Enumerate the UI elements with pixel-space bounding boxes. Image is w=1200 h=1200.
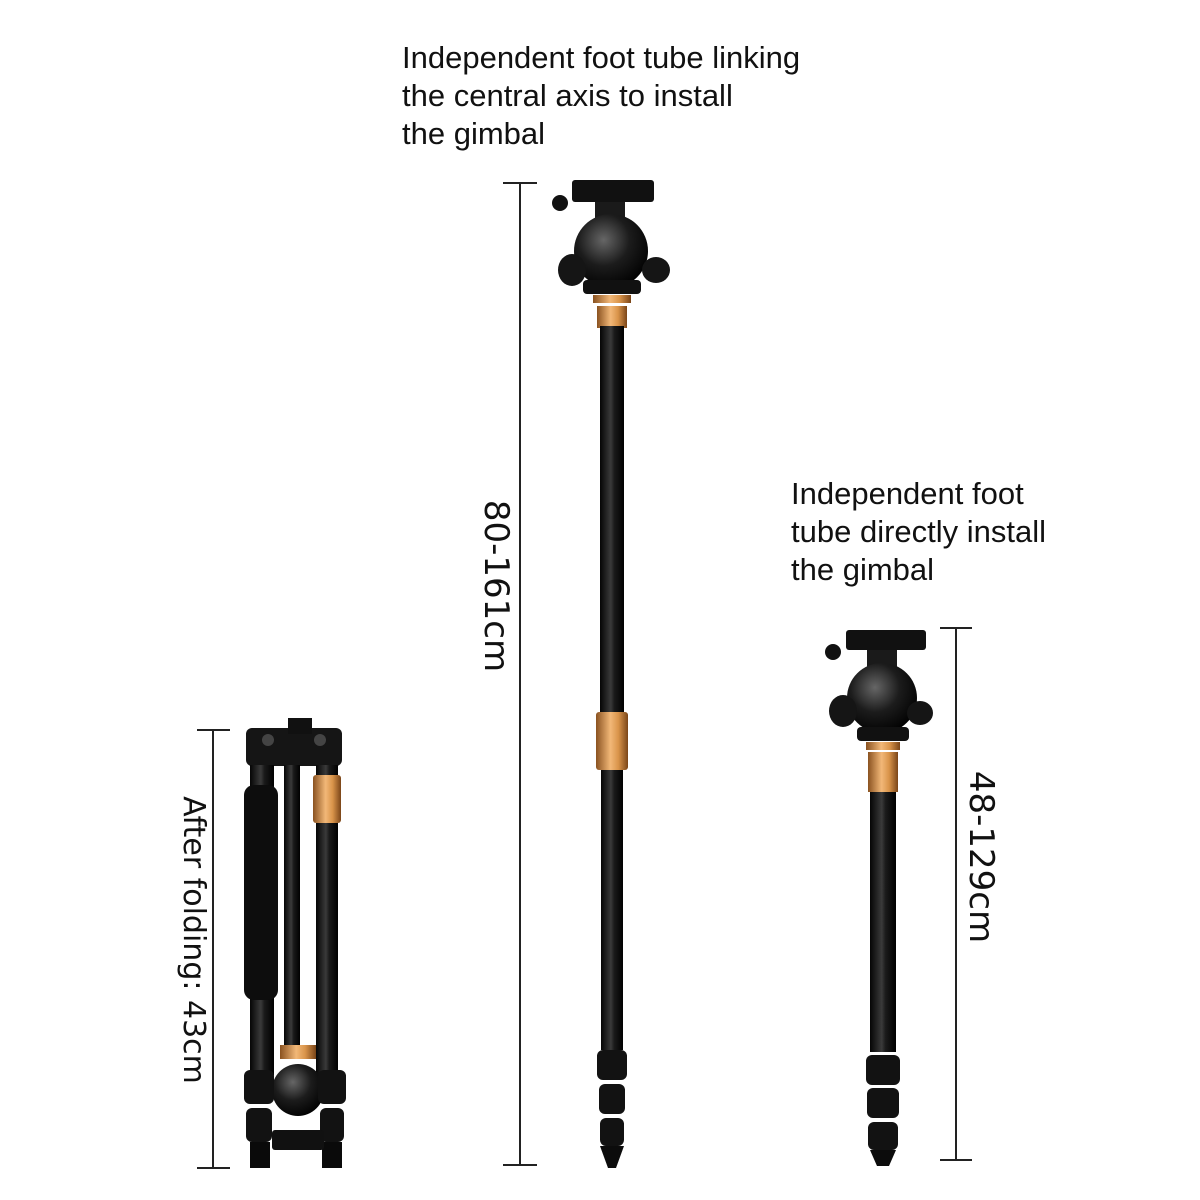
monopod-linked bbox=[552, 180, 670, 1168]
dimension-line-linked bbox=[503, 182, 537, 1166]
caption-linked-line: Independent foot tube linking bbox=[402, 40, 801, 75]
caption-linked: Independent foot tube linking the centra… bbox=[402, 39, 800, 153]
tripod-folded bbox=[244, 718, 346, 1168]
dimension-label-linked: 80-161cm bbox=[476, 499, 516, 673]
monopod-direct bbox=[825, 630, 933, 1166]
dimension-line-folded bbox=[197, 729, 230, 1169]
caption-direct-line: tube directly install bbox=[791, 514, 1047, 549]
caption-direct: Independent foot tube directly install t… bbox=[791, 475, 1046, 589]
dimension-label-folded: After folding: 43cm bbox=[176, 796, 211, 1084]
caption-direct-line: the gimbal bbox=[791, 552, 935, 587]
dimension-line-direct bbox=[940, 627, 972, 1161]
dimension-label-direct: 48-129cm bbox=[961, 770, 1001, 944]
caption-direct-line: Independent foot bbox=[791, 476, 1024, 511]
caption-linked-line: the central axis to install bbox=[402, 78, 733, 113]
caption-linked-line: the gimbal bbox=[402, 116, 546, 151]
